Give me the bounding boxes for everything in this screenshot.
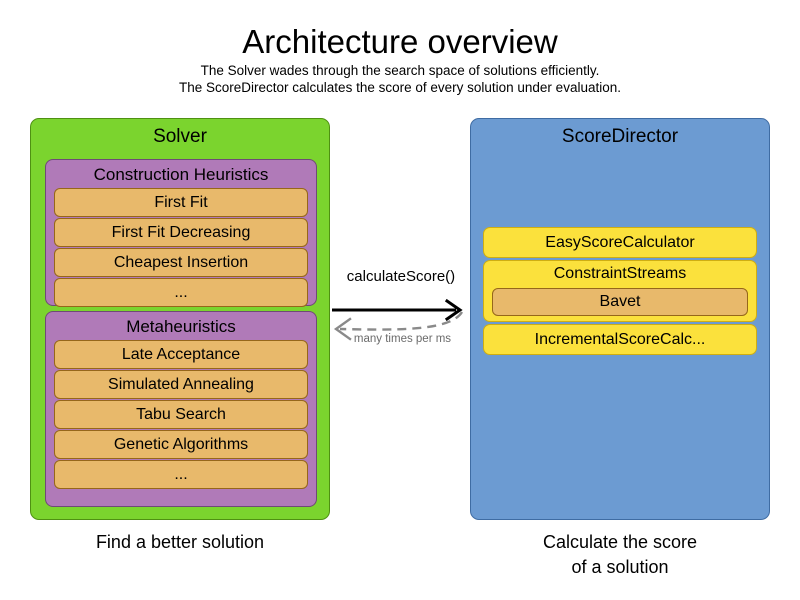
- list-item[interactable]: Cheapest Insertion: [54, 248, 308, 277]
- group-construction-heuristics: Construction Heuristics First Fit First …: [45, 159, 317, 308]
- group-metaheuristics: Metaheuristics Late Acceptance Simulated…: [45, 311, 317, 507]
- arrow-svg: [332, 298, 464, 341]
- group-metaheuristics-title: Metaheuristics: [126, 317, 236, 336]
- arrow-calculate-score: [332, 298, 463, 322]
- arrow-many-times-per-ms: [333, 311, 464, 341]
- caption-scoredirector-line-1: Calculate the score: [542, 532, 698, 552]
- arrow-return-label: many times per ms: [353, 333, 452, 345]
- group-metaheuristics-items: Late Acceptance Simulated Annealing Tabu…: [54, 340, 308, 490]
- scoredirector-panel-title: ScoreDirector: [561, 126, 679, 147]
- group-construction-heuristics-title: Construction Heuristics: [93, 165, 269, 184]
- arrow-call-label: calculateScore(): [346, 268, 456, 285]
- list-item[interactable]: ...: [54, 460, 308, 489]
- caption-scoredirector: Calculate the score of a solution: [470, 530, 770, 580]
- list-item-constraint-streams[interactable]: ConstraintStreams Bavet: [483, 260, 757, 322]
- page-title: Architecture overview: [242, 23, 558, 60]
- list-item[interactable]: Simulated Annealing: [54, 370, 308, 399]
- caption-scoredirector-line-2: of a solution: [571, 557, 669, 577]
- list-item-incremental-score-calculator[interactable]: IncrementalScoreCalc...: [483, 324, 757, 355]
- scoredirector-panel: ScoreDirector EasyScoreCalculator Constr…: [470, 118, 770, 520]
- scoredirector-calculators: EasyScoreCalculator ConstraintStreams Ba…: [483, 227, 757, 357]
- list-item[interactable]: Late Acceptance: [54, 340, 308, 369]
- list-item[interactable]: ...: [54, 278, 308, 307]
- group-construction-heuristics-items: First Fit First Fit Decreasing Cheapest …: [54, 188, 308, 308]
- diagram-header: Architecture overview The Solver wades t…: [0, 22, 800, 96]
- subtitle-line-1: The Solver wades through the search spac…: [200, 63, 600, 78]
- list-item[interactable]: First Fit Decreasing: [54, 218, 308, 247]
- list-item-easy-score-calculator[interactable]: EasyScoreCalculator: [483, 227, 757, 258]
- list-item[interactable]: Genetic Algorithms: [54, 430, 308, 459]
- caption-solver: Find a better solution: [95, 532, 265, 552]
- solver-panel-title: Solver: [153, 126, 207, 147]
- arrow-group: calculateScore() many times per ms: [330, 260, 472, 360]
- list-item[interactable]: Tabu Search: [54, 400, 308, 429]
- list-item[interactable]: First Fit: [54, 188, 308, 217]
- subtitle-line-2: The ScoreDirector calculates the score o…: [179, 80, 621, 95]
- solver-panel: Solver Construction Heuristics First Fit…: [30, 118, 330, 520]
- list-item-bavet[interactable]: Bavet: [492, 288, 748, 316]
- constraint-streams-label: ConstraintStreams: [553, 265, 687, 282]
